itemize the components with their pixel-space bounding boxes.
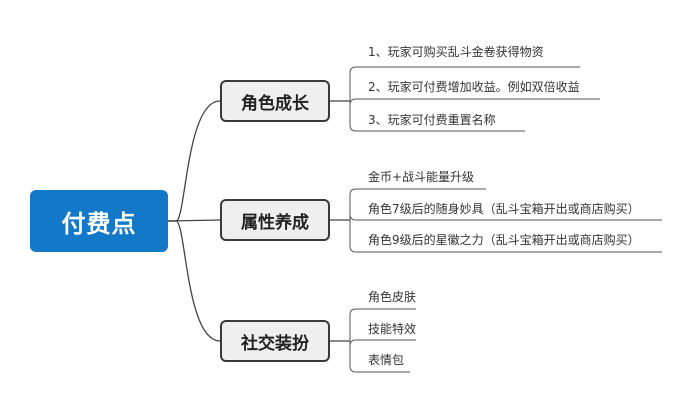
leaf-social-2[interactable]: 技能特效	[368, 322, 417, 336]
root-node[interactable]: 付费点	[30, 190, 168, 252]
branch-node-social-dressup[interactable]: 社交装扮	[220, 320, 330, 362]
branch-node-attribute-training[interactable]: 属性养成	[220, 199, 330, 241]
leaf-underline-growth-2	[349, 98, 600, 106]
leaf-underline-attribute-2	[349, 213, 662, 221]
leaf-underline-social-1	[349, 308, 416, 341]
branch-node-character-growth[interactable]: 角色成长	[220, 80, 330, 122]
leaf-growth-2[interactable]: 2、玩家可付费增加收益。例如双倍收益	[368, 80, 580, 94]
leaf-underline-growth-1	[349, 66, 580, 101]
leaf-social-1[interactable]: 角色皮肤	[368, 290, 417, 304]
leaf-underline-social-2	[349, 339, 416, 347]
leaf-attribute-2[interactable]: 角色7级后的随身妙具（乱斗宝箱开出或商店购买）	[368, 202, 640, 216]
root-connector-character-growth	[168, 100, 221, 222]
leaf-underline-attribute-1	[349, 188, 486, 220]
leaf-growth-3[interactable]: 3、玩家可付费重置名称	[368, 113, 496, 127]
leaf-attribute-1[interactable]: 金币+战斗能量升级	[368, 170, 475, 184]
leaf-growth-1[interactable]: 1、玩家可购买乱斗金卷获得物资	[368, 45, 544, 59]
leaf-underline-growth-3	[349, 101, 525, 132]
leaf-social-3[interactable]: 表情包	[368, 353, 405, 367]
leaf-attribute-3[interactable]: 角色9级后的星徽之力（乱斗宝箱开出或商店购买）	[368, 233, 640, 247]
leaf-underline-social-3	[349, 341, 410, 373]
root-connector-social-dressup	[168, 220, 221, 342]
leaf-underline-attribute-3	[349, 220, 662, 253]
